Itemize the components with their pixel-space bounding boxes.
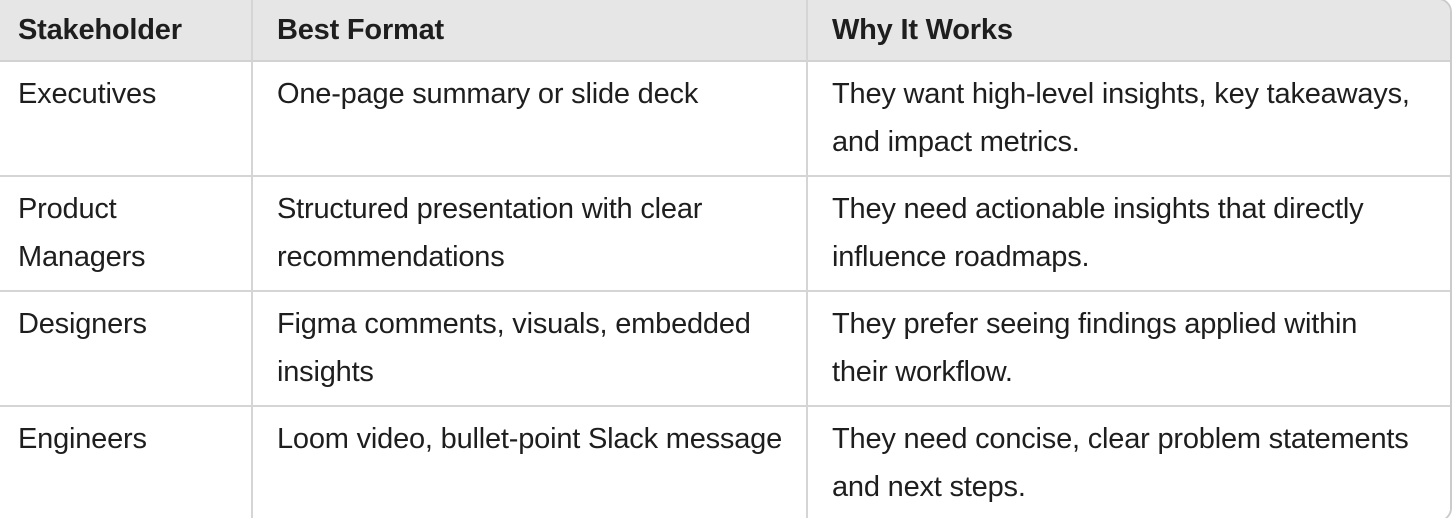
cell-text: Structured presentation with clear recom… [277,193,703,273]
table-row-executives: Executives One-page summary or slide dec… [0,62,1450,177]
cell-text: They want high-level insights, key takea… [832,78,1410,158]
table-header: Stakeholder Best Format Why It Works [0,0,1450,62]
cell-text: Figma comments, visuals, embedded insigh… [277,308,751,388]
cell-best-format: Figma comments, visuals, embedded insigh… [253,292,808,407]
cell-best-format: Loom video, bullet-point Slack message [253,407,808,518]
cell-text: Designers [18,308,147,340]
cell-text: Product Managers [18,193,146,273]
cell-text: They prefer seeing findings applied with… [832,308,1358,388]
header-row: Stakeholder Best Format Why It Works [0,0,1450,62]
cell-text: Engineers [18,423,147,455]
table-row-engineers: Engineers Loom video, bullet-point Slack… [0,407,1450,518]
cell-stakeholder: Designers [0,292,253,407]
cell-why-it-works: They need actionable insights that direc… [808,177,1450,292]
cell-why-it-works: They want high-level insights, key takea… [808,62,1450,177]
cell-best-format: Structured presentation with clear recom… [253,177,808,292]
column-header-best-format: Best Format [253,0,808,62]
cell-best-format: One-page summary or slide deck [253,62,808,177]
cell-text: Executives [18,78,157,110]
cell-why-it-works: They prefer seeing findings applied with… [808,292,1450,407]
cell-text: They need concise, clear problem stateme… [832,423,1409,503]
table-body: Executives One-page summary or slide dec… [0,62,1450,518]
cell-text: They need actionable insights that direc… [832,193,1364,273]
cell-stakeholder: Executives [0,62,253,177]
cell-stakeholder: Product Managers [0,177,253,292]
cell-text: One-page summary or slide deck [277,78,699,110]
cell-stakeholder: Engineers [0,407,253,518]
column-header-why-it-works: Why It Works [808,0,1450,62]
cell-text: Loom video, bullet-point Slack message [277,423,783,455]
column-header-stakeholder: Stakeholder [0,0,253,62]
table-row-designers: Designers Figma comments, visuals, embed… [0,292,1450,407]
table-row-product-managers: Product Managers Structured presentation… [0,177,1450,292]
cell-why-it-works: They need concise, clear problem stateme… [808,407,1450,518]
